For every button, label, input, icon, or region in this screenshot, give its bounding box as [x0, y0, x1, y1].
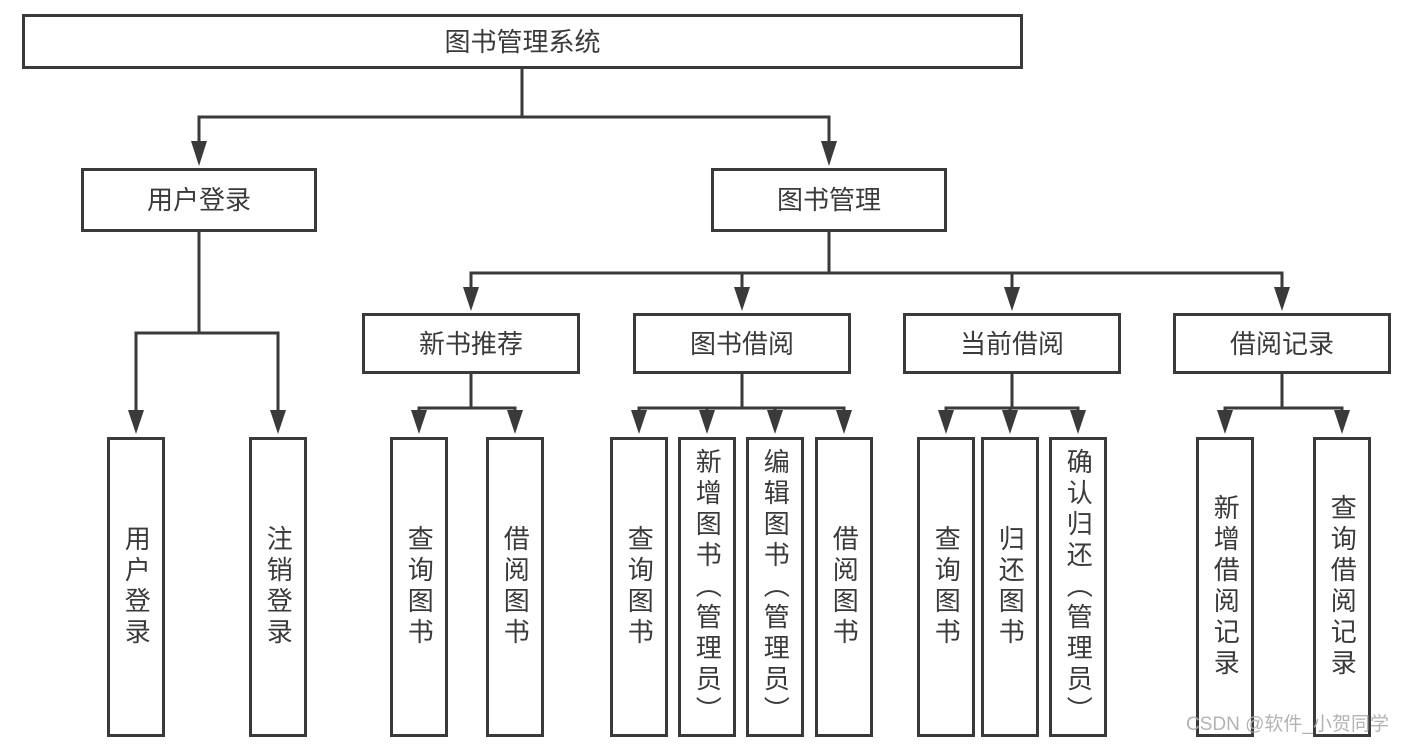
arrowhead — [270, 410, 286, 434]
arrowhead — [1004, 287, 1020, 311]
node-label: 图书借阅 — [689, 328, 794, 359]
leaf-user-login: 用户登录 — [107, 437, 165, 737]
leaf-logout: 注销登录 — [249, 437, 307, 737]
node-label: 借阅图书 — [829, 525, 860, 649]
arrowhead — [734, 287, 750, 311]
edges-book-borrow — [631, 372, 852, 434]
edges-user-login — [128, 230, 286, 434]
leaf-query-books-recommend: 查询图书 — [390, 437, 448, 737]
arrowhead — [191, 141, 207, 166]
node-new-book-recommend: 新书推荐 — [362, 313, 580, 374]
node-label: 新增图书（管理员） — [692, 447, 723, 727]
leaf-borrow-books-recommend: 借阅图书 — [486, 437, 544, 737]
arrowhead — [411, 410, 427, 434]
leaf-edit-books-admin: 编辑图书（管理员） — [746, 437, 804, 737]
node-borrow-records: 借阅记录 — [1173, 313, 1391, 374]
node-label: 借阅图书 — [500, 525, 531, 649]
leaf-confirm-return-admin: 确认归还（管理员） — [1049, 437, 1107, 737]
arrowhead — [1334, 410, 1350, 434]
node-label: 编辑图书（管理员） — [760, 447, 791, 727]
leaf-query-books-borrow: 查询图书 — [610, 437, 668, 737]
node-label: 归还图书 — [995, 525, 1026, 649]
arrowhead — [631, 410, 647, 434]
arrowhead — [1274, 287, 1290, 311]
leaf-add-borrow-record: 新增借阅记录 — [1196, 437, 1254, 737]
node-label: 图书管理 — [776, 185, 881, 215]
leaf-query-borrow-record: 查询借阅记录 — [1313, 437, 1371, 737]
edges-current-borrow — [938, 372, 1086, 434]
arrowhead — [938, 410, 954, 434]
node-label: 查询图书 — [624, 525, 655, 649]
arrowhead — [1070, 410, 1086, 434]
node-label: 查询图书 — [404, 525, 435, 649]
arrowhead — [1217, 410, 1233, 434]
leaf-query-books-current: 查询图书 — [917, 437, 975, 737]
node-label: 查询图书 — [931, 525, 962, 649]
node-current-borrow: 当前借阅 — [903, 313, 1121, 374]
arrowhead — [463, 287, 479, 311]
node-label: 图书管理系统 — [444, 26, 601, 57]
node-user-login: 用户登录 — [81, 168, 317, 232]
edges-new-book-recommend — [411, 372, 523, 434]
node-label: 查询借阅记录 — [1327, 494, 1358, 680]
edges-root — [191, 67, 837, 166]
node-label: 新书推荐 — [418, 328, 523, 359]
edges-borrow-records — [1217, 372, 1350, 434]
arrowhead — [507, 410, 523, 434]
leaf-borrow-books: 借阅图书 — [815, 437, 873, 737]
arrowhead — [699, 410, 715, 434]
arrowhead — [1002, 410, 1018, 434]
node-label: 当前借阅 — [959, 328, 1064, 359]
node-label: 注销登录 — [263, 525, 294, 649]
node-label: 借阅记录 — [1229, 328, 1334, 359]
leaf-return-books: 归还图书 — [981, 437, 1039, 737]
node-root-system: 图书管理系统 — [22, 14, 1023, 69]
node-label: 用户登录 — [146, 185, 251, 215]
leaf-add-books-admin: 新增图书（管理员） — [678, 437, 736, 737]
arrowhead — [836, 410, 852, 434]
node-book-management: 图书管理 — [711, 168, 947, 232]
arrowhead — [767, 410, 783, 434]
node-label: 确认归还（管理员） — [1063, 447, 1094, 727]
arrowhead — [821, 141, 837, 166]
node-book-borrow: 图书借阅 — [633, 313, 851, 374]
node-label: 新增借阅记录 — [1210, 494, 1241, 680]
edges-book-management — [463, 230, 1290, 311]
arrowhead — [128, 410, 144, 434]
csdn-watermark: CSDN @软件_小贺同学 — [1186, 714, 1389, 735]
node-label: 用户登录 — [121, 525, 152, 649]
